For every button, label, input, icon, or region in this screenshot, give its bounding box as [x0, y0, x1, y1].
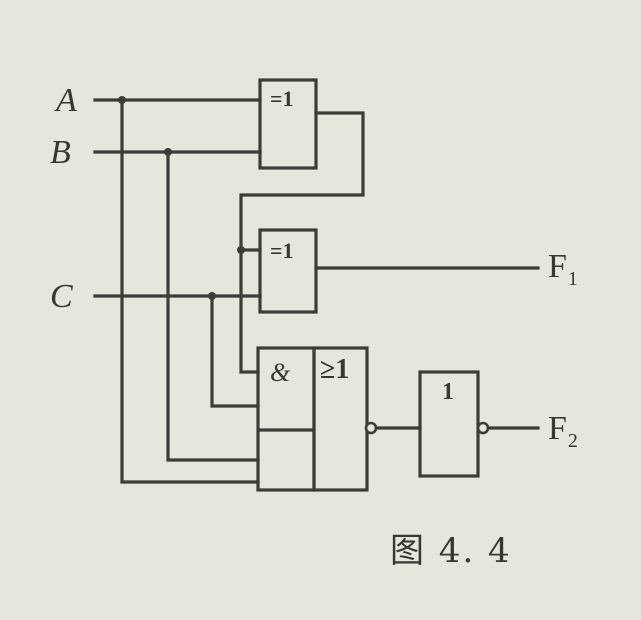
output-f1-subscript: 1 — [567, 268, 578, 290]
wire-b-to-and — [166, 150, 260, 462]
and-gate-symbol: & — [270, 358, 291, 387]
xor-gate-2-symbol: =1 — [270, 238, 294, 263]
junction-c — [208, 292, 216, 300]
wire-c-to-and — [210, 294, 260, 408]
not-inversion-bubble — [476, 421, 490, 435]
nor-gate — [312, 346, 369, 492]
xor-gate-2 — [258, 228, 318, 314]
wire-a-to-and — [120, 98, 260, 484]
output-label-f2: F2 — [548, 410, 578, 452]
junction-b — [164, 148, 172, 156]
nor-gate-symbol: ≥1 — [320, 354, 350, 385]
input-label-a: A — [56, 82, 77, 119]
not-gate — [418, 370, 480, 478]
xor-gate-1-symbol: =1 — [270, 86, 294, 111]
junction-xor1 — [237, 246, 245, 254]
output-f2-letter: F — [548, 410, 567, 447]
figure-caption: 图 4. 4 — [390, 531, 512, 571]
junction-a — [118, 96, 126, 104]
input-label-b: B — [50, 134, 71, 171]
output-f2-subscript: 2 — [567, 430, 578, 452]
xor-gate-1 — [258, 78, 318, 170]
wire-xor1-to-and — [239, 248, 260, 374]
nor-inversion-bubble — [364, 421, 378, 435]
output-label-f1: F1 — [548, 248, 578, 290]
output-f1-letter: F — [548, 248, 567, 285]
not-gate-symbol: 1 — [442, 379, 454, 405]
input-label-c: C — [50, 278, 73, 315]
